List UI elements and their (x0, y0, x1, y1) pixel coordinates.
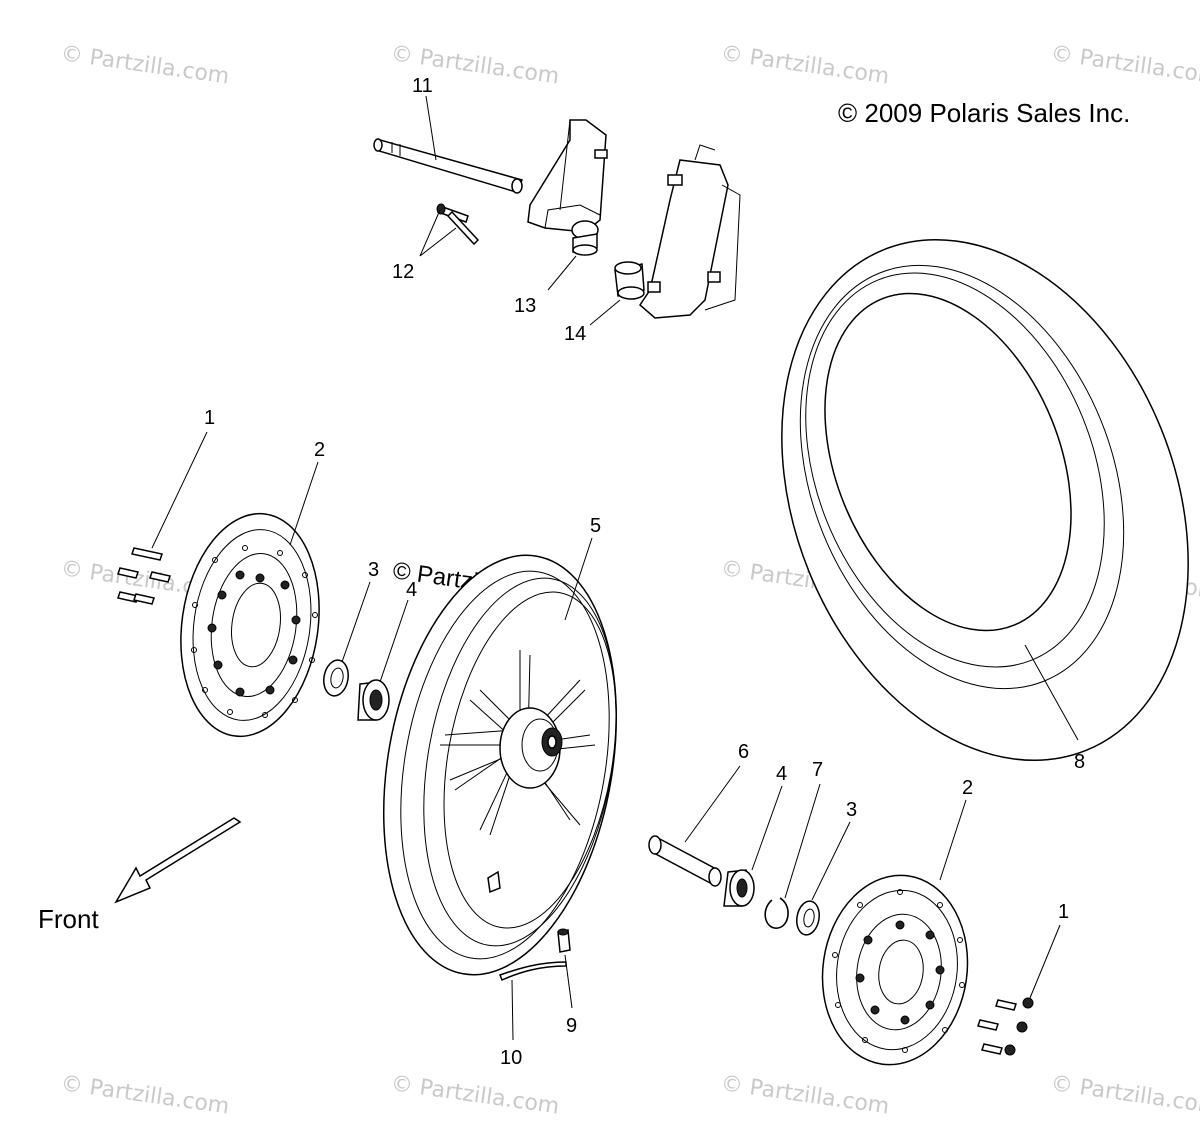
callout-1: 1 (1058, 901, 1069, 923)
watermark: © Partzilla.com (59, 41, 231, 89)
callout-1: 1 (204, 407, 215, 429)
callout-10: 10 (500, 1047, 522, 1069)
callout-11: 11 (412, 75, 433, 97)
brake-disc-left (180, 512, 320, 738)
axle (373, 138, 524, 194)
disc-bolts-right (977, 997, 1034, 1056)
axle-pinch-bolts (436, 203, 480, 246)
callouts: 11 12 13 14 1 2 3 4 5 8 6 4 7 3 2 1 9 10 (204, 75, 1085, 1069)
callout-2: 2 (314, 439, 325, 461)
callout-4: 4 (406, 579, 417, 601)
callout-13: 13 (514, 295, 536, 317)
watermark: © Partzilla.com (719, 1071, 891, 1119)
valve-stem (557, 928, 571, 953)
watermark: © Partzilla.com (719, 41, 891, 89)
watermark: © Partzilla.com (1049, 41, 1200, 89)
watermark: © Partzilla.com (1049, 1071, 1200, 1119)
callout-8: 8 (1074, 751, 1085, 773)
callout-5: 5 (590, 515, 601, 537)
leader-lines (151, 95, 1079, 1041)
callout-14: 14 (564, 323, 586, 345)
circlip (764, 897, 789, 929)
front-arrow (114, 817, 242, 904)
callout-2: 2 (962, 777, 973, 799)
copyright-text: © 2009 Polaris Sales Inc. (838, 98, 1130, 128)
callout-3: 3 (368, 559, 379, 581)
spacer (648, 835, 722, 887)
callout-7: 7 (812, 759, 823, 781)
callout-6: 6 (738, 741, 749, 763)
callout-4: 4 (776, 763, 787, 785)
front-label: Front (38, 904, 99, 934)
bearing-right (723, 869, 755, 907)
seal-left (323, 659, 349, 697)
fork-leg-left (527, 119, 608, 256)
callout-9: 9 (566, 1015, 577, 1037)
watermark: © Partzilla.com (389, 1071, 561, 1119)
wheel-rim (382, 554, 618, 976)
fork-leg-right (614, 144, 741, 319)
seal-right (796, 900, 820, 936)
watermark: © Partzilla.com (59, 1071, 231, 1119)
callout-3: 3 (846, 799, 857, 821)
disc-bolts-left (117, 547, 171, 605)
brake-disc-right (821, 874, 969, 1066)
bearing-left (357, 679, 390, 721)
tire (781, 238, 1189, 762)
callout-12: 12 (392, 261, 414, 283)
